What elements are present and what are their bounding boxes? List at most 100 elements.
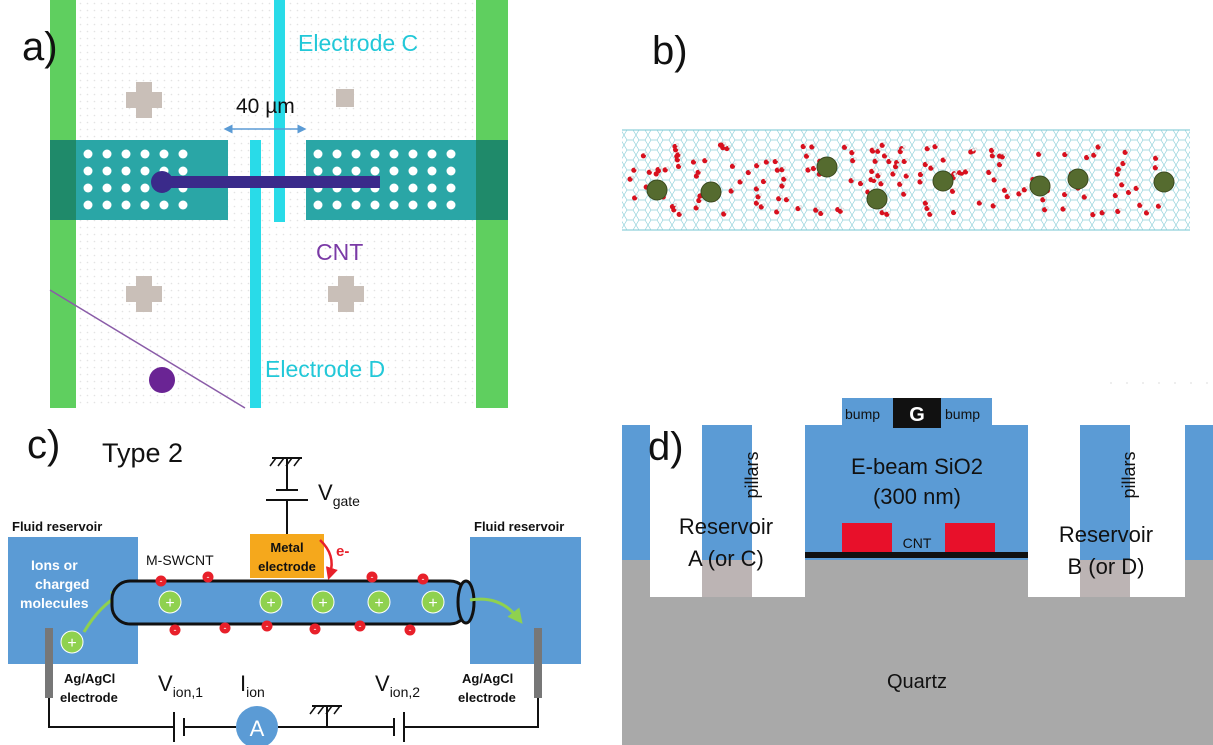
- electron-minus: -: [160, 576, 163, 586]
- electron-minus: -: [371, 572, 374, 582]
- electron-arrow: [319, 539, 338, 580]
- water-hydrogen: [777, 208, 781, 212]
- tube-end: [456, 579, 476, 625]
- water-hydrogen: [838, 206, 842, 210]
- water-hydrogen: [722, 141, 726, 145]
- water-hydrogen: [764, 178, 768, 181]
- water-hydrogen: [782, 166, 786, 170]
- water-hydrogen: [812, 143, 816, 147]
- water-hydrogen: [694, 158, 698, 162]
- electrode-c-line: [274, 0, 285, 222]
- ion-ball: [866, 188, 888, 210]
- electron-label: e-: [336, 543, 349, 560]
- agcl-left-line2: electrode: [60, 690, 118, 705]
- ions-label-line1: Ions or: [31, 557, 78, 573]
- fluid-reservoir-left-label: Fluid reservoir: [12, 519, 102, 534]
- water-hydrogen: [953, 187, 957, 191]
- water-hydrogen: [1118, 207, 1122, 211]
- right-pad-edge: [476, 140, 508, 220]
- pad-dot: [332, 149, 342, 159]
- electron: [417, 573, 429, 585]
- pad-dot: [83, 149, 93, 159]
- water-hydrogen: [1099, 143, 1103, 147]
- pad-dot: [446, 183, 456, 193]
- pad-dot: [159, 200, 169, 210]
- water-hydrogen: [1103, 209, 1107, 213]
- water-hydrogen: [902, 145, 906, 149]
- water-hydrogen: [799, 205, 802, 208]
- agcl-right-line2: electrode: [458, 690, 516, 705]
- water-hydrogen: [757, 162, 761, 166]
- water-hydrogen: [921, 171, 925, 174]
- water-hydrogen: [1156, 164, 1160, 168]
- water-hydrogen: [1019, 190, 1023, 194]
- water-hydrogen: [779, 195, 783, 199]
- gate-electrode: [893, 398, 941, 428]
- water-hydrogen: [960, 169, 964, 173]
- left-pillar: [702, 425, 752, 560]
- electron: [366, 571, 378, 583]
- pad-dot: [121, 200, 131, 210]
- nanotube-lattice: [622, 130, 1190, 230]
- water-hydrogen: [905, 158, 909, 161]
- water-hydrogen: [993, 152, 997, 156]
- water-hydrogen: [901, 148, 905, 151]
- tube-electrons: ----------: [155, 571, 429, 636]
- electrode-c-label: Electrode C: [298, 30, 418, 56]
- ion-left: [60, 630, 84, 654]
- ion-particles: [646, 156, 1175, 210]
- mswcnt-label: M-SWCNT: [146, 552, 214, 568]
- gate-label: G: [909, 404, 925, 426]
- tube-ion: [158, 590, 182, 614]
- water-molecules: [627, 141, 1169, 218]
- water-hydrogen: [767, 158, 771, 162]
- ions-label-line2: charged: [35, 576, 89, 592]
- water-hydrogen: [676, 143, 679, 146]
- agcl-electrode-right: [534, 628, 542, 698]
- electron: [219, 622, 231, 634]
- pad-dot: [351, 149, 361, 159]
- water-hydrogen: [787, 196, 791, 200]
- water-hydrogen: [896, 163, 900, 167]
- cnt-label: CNT: [316, 239, 363, 265]
- distance-label: 40 µm: [236, 95, 295, 118]
- water-hydrogen: [757, 199, 761, 203]
- diagonal-line: [49, 289, 246, 409]
- water-hydrogen: [928, 145, 932, 149]
- pad-dot: [313, 149, 323, 159]
- water-hydrogen: [679, 162, 683, 166]
- cnt-end-dot: [151, 171, 173, 193]
- gray-cross-marker: [126, 276, 162, 312]
- gray-square-marker: [336, 89, 354, 107]
- pad-dot: [408, 166, 418, 176]
- pad-dot: [370, 200, 380, 210]
- reservoir-a-line2: A (or C): [688, 546, 764, 571]
- right-wall: [1185, 425, 1213, 560]
- tube-ion: [367, 590, 391, 614]
- panel-c: c) Type 2 Fluid reservoir Fluid reservoi…: [8, 423, 581, 745]
- water-hydrogen: [861, 180, 865, 183]
- pillars-left-label: pillars: [742, 451, 762, 498]
- ion-ball: [932, 170, 954, 192]
- water-hydrogen: [944, 156, 948, 160]
- water-hydrogen: [921, 178, 924, 182]
- purple-dot: [149, 367, 175, 393]
- water-hydrogen: [926, 199, 930, 203]
- pad-dot: [427, 183, 437, 193]
- electron-minus: -: [224, 623, 227, 633]
- electron-minus: -: [266, 621, 269, 631]
- water-hydrogen: [893, 170, 897, 174]
- water-hydrogen: [926, 161, 930, 164]
- electron-minus: -: [409, 625, 412, 635]
- fluid-reservoir-right-label: Fluid reservoir: [474, 519, 564, 534]
- water-hydrogen: [881, 180, 885, 184]
- gray-cross-marker: [126, 82, 162, 118]
- v-ion2-label: Vion,2: [375, 671, 420, 700]
- ion-ball: [1067, 168, 1089, 190]
- panel-a: 40 µm Electrode C Electrode D CNT: [49, 0, 508, 409]
- pad-dot: [178, 200, 188, 210]
- tube-ion-plus: +: [165, 595, 174, 612]
- water-hydrogen: [1043, 196, 1047, 200]
- ion-exit-arrow: [469, 597, 523, 624]
- water-hydrogen: [930, 210, 934, 214]
